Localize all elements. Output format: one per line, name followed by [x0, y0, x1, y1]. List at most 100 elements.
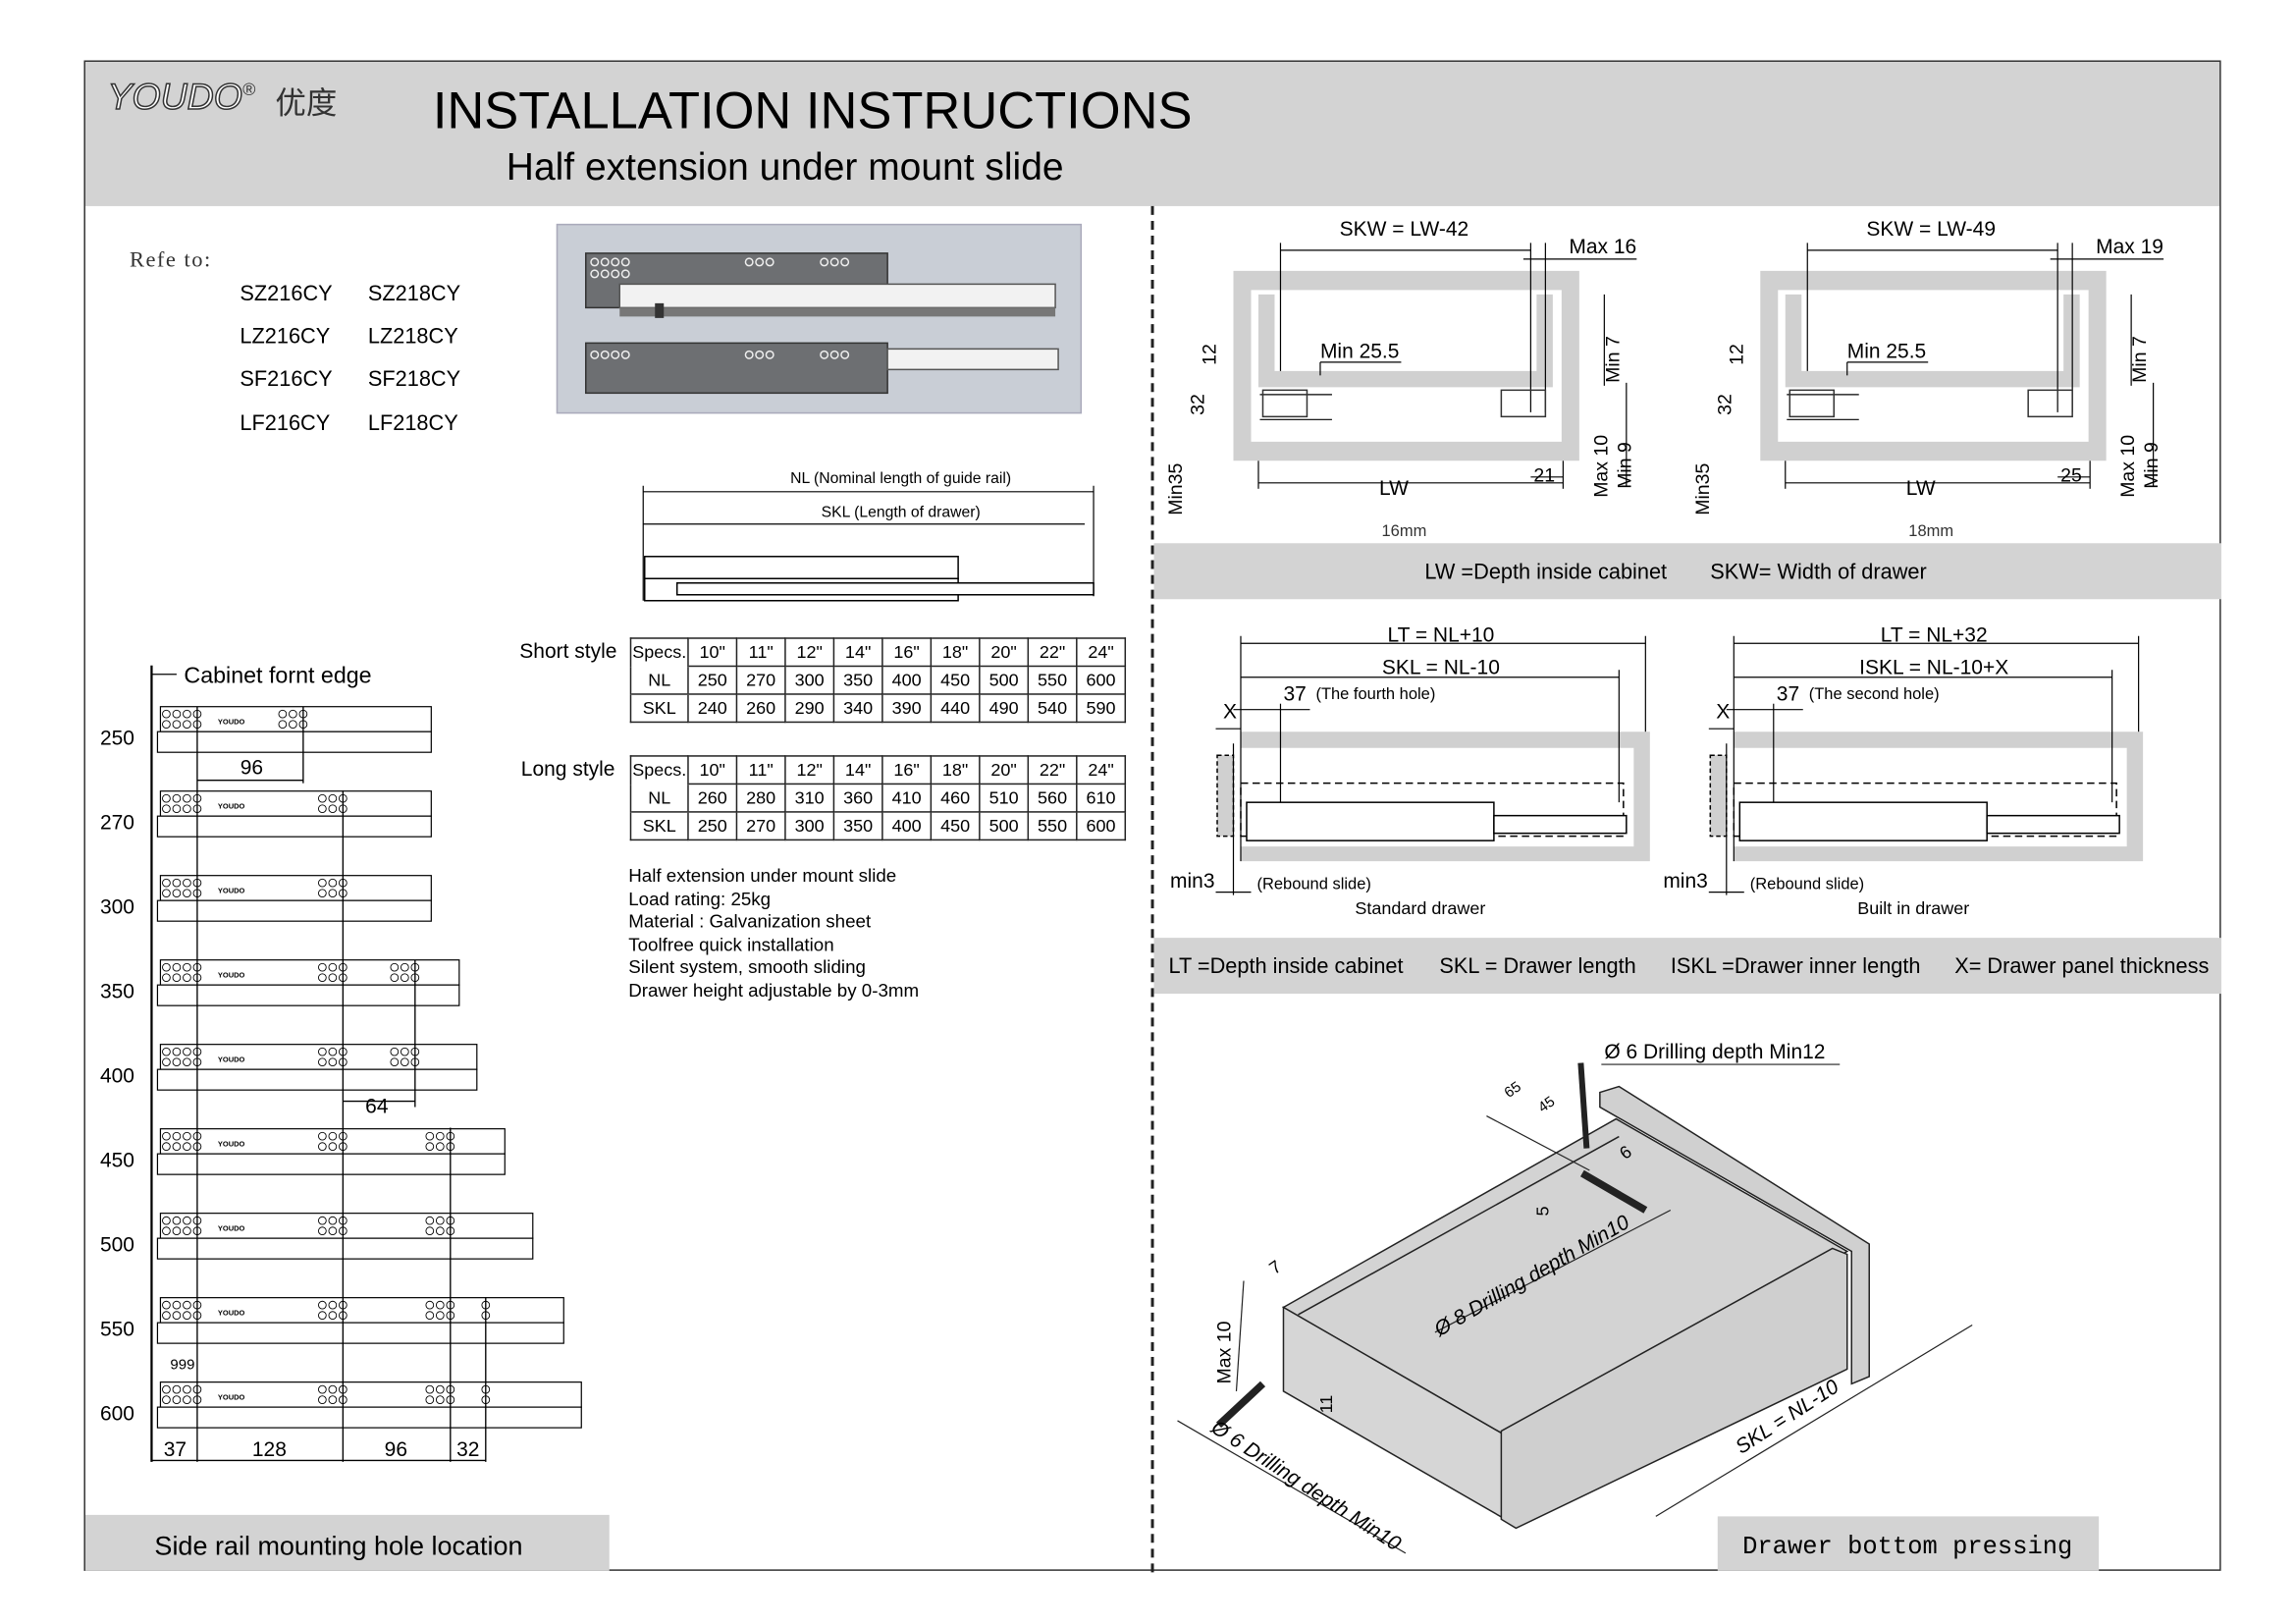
mounting-hole [172, 1057, 182, 1067]
cell: 390 [881, 693, 933, 724]
mounting-hole [390, 962, 400, 972]
drawer-front-panel [1709, 754, 1728, 838]
cell: 410 [881, 783, 933, 813]
min9-label: Min 9 [2141, 442, 2163, 489]
mounting-hole [172, 1300, 182, 1310]
rail-brand: YOUDO [218, 1224, 245, 1233]
slide-rail [1738, 801, 1988, 841]
mounting-hole [328, 804, 338, 814]
cell: 250 [687, 811, 738, 841]
mounting-hole [162, 720, 171, 730]
mounting-hole [318, 1395, 327, 1404]
model-code: LF218CY [367, 411, 458, 436]
hole-note: (The fourth hole) [1315, 685, 1435, 703]
cell: 11" [735, 755, 786, 785]
mounting-hole [172, 793, 182, 803]
cell: 400 [881, 811, 933, 841]
mounting-hole [162, 709, 171, 719]
drill-bit-middle [1579, 1169, 1648, 1214]
dim-32: 32 [1188, 394, 1209, 415]
model-code: SZ218CY [367, 282, 461, 306]
rail-base [156, 1237, 534, 1260]
rail-length-label: 450 [100, 1150, 134, 1172]
top-drill-label: Ø 6 Drilling depth Min12 [1604, 1041, 1825, 1063]
mounting-hole [162, 878, 171, 888]
legend-band-2 [1153, 938, 2221, 995]
mounting-hole [425, 1384, 435, 1394]
mounting-hole [289, 709, 297, 719]
mounting-hole [435, 1216, 445, 1225]
rail-brand: YOUDO [218, 1056, 245, 1064]
mounting-hole [435, 1131, 445, 1141]
skl-label: SKL (Length of drawer) [822, 504, 981, 520]
cell: 12" [784, 755, 835, 785]
mounting-hole [328, 962, 338, 972]
mounting-hole [183, 973, 191, 983]
mounting-hole [162, 1142, 171, 1152]
cell: 600 [1076, 665, 1127, 695]
mounting-hole [162, 962, 171, 972]
mounting-hole [183, 1057, 191, 1067]
cell: 14" [832, 755, 883, 785]
front-panel [1500, 1247, 1848, 1530]
dim-45: 45 [1535, 1093, 1558, 1115]
mounting-hole [328, 973, 338, 983]
drill-bit-top [1577, 1062, 1590, 1149]
rail-body [159, 1128, 506, 1155]
rail-brand: YOUDO [218, 971, 245, 980]
skl-formula: SKL = NL-10 [1382, 657, 1500, 679]
feature-item: Silent system, smooth sliding [628, 957, 866, 979]
brand-logo: YOUDO® [107, 76, 255, 119]
mounting-hole [162, 1300, 171, 1310]
short-style-table: Specs. 10"11"12"14"16"18"20"22"24" NL 25… [629, 637, 1127, 724]
hole-distance: 37 [1283, 683, 1306, 706]
mounting-hole [318, 878, 327, 888]
mounting-hole [183, 1300, 191, 1310]
mounting-hole [183, 1311, 191, 1320]
mounting-hole [278, 709, 288, 719]
min9-label: Min 9 [1614, 442, 1635, 489]
rail-body [159, 1044, 478, 1070]
drawer-bottom-label: Drawer bottom pressing [1742, 1533, 2072, 1561]
drawer-caption: Standard drawer [1355, 898, 1485, 918]
min-25-5: Min 25.5 [1320, 340, 1400, 362]
side-rail-section-title: Side rail mounting hole location [154, 1531, 523, 1561]
skl-formula: ISKL = NL-10+X [1859, 657, 2008, 679]
row-header: SKL [629, 811, 689, 841]
rail-length-label: 400 [100, 1065, 134, 1088]
rail-base [156, 1068, 478, 1091]
cabinet-frame [1233, 270, 1579, 461]
mounting-hole [278, 720, 288, 730]
mounting-hole [318, 1311, 327, 1320]
min3-label: min3 [1663, 870, 1707, 893]
mounting-hole [318, 793, 327, 803]
slide-profile [1789, 389, 1836, 418]
isometric-drawer [1177, 1062, 1973, 1554]
feature-item: Drawer height adjustable by 0-3mm [628, 980, 920, 1001]
page-title: INSTALLATION INSTRUCTIONS [432, 81, 1193, 140]
side-rail-section-band [84, 1514, 610, 1571]
mounting-hole [172, 962, 182, 972]
mounting-hole [400, 1057, 409, 1067]
cell: 260 [687, 783, 738, 813]
mounting-hole [183, 1216, 191, 1225]
skw-formula: SKW = LW-49 [1866, 218, 1996, 241]
long-style-table: Specs. 10"11"12"14"16"18"20"22"24" NL 26… [629, 755, 1127, 841]
mounting-hole [390, 973, 400, 983]
cell: 290 [784, 693, 835, 724]
mounting-hole [425, 1226, 435, 1235]
mounting-hole [183, 1047, 191, 1056]
cell: 240 [687, 693, 738, 724]
mounting-hole [172, 1142, 182, 1152]
cell: 11" [735, 637, 786, 668]
cell: 270 [735, 811, 786, 841]
rail-base [156, 731, 432, 753]
panel-thickness: 18mm [1908, 522, 1953, 540]
rail-base [156, 1322, 564, 1344]
mounting-hole [183, 720, 191, 730]
drawer-front-panel [1216, 754, 1235, 838]
mounting-hole [435, 1226, 445, 1235]
